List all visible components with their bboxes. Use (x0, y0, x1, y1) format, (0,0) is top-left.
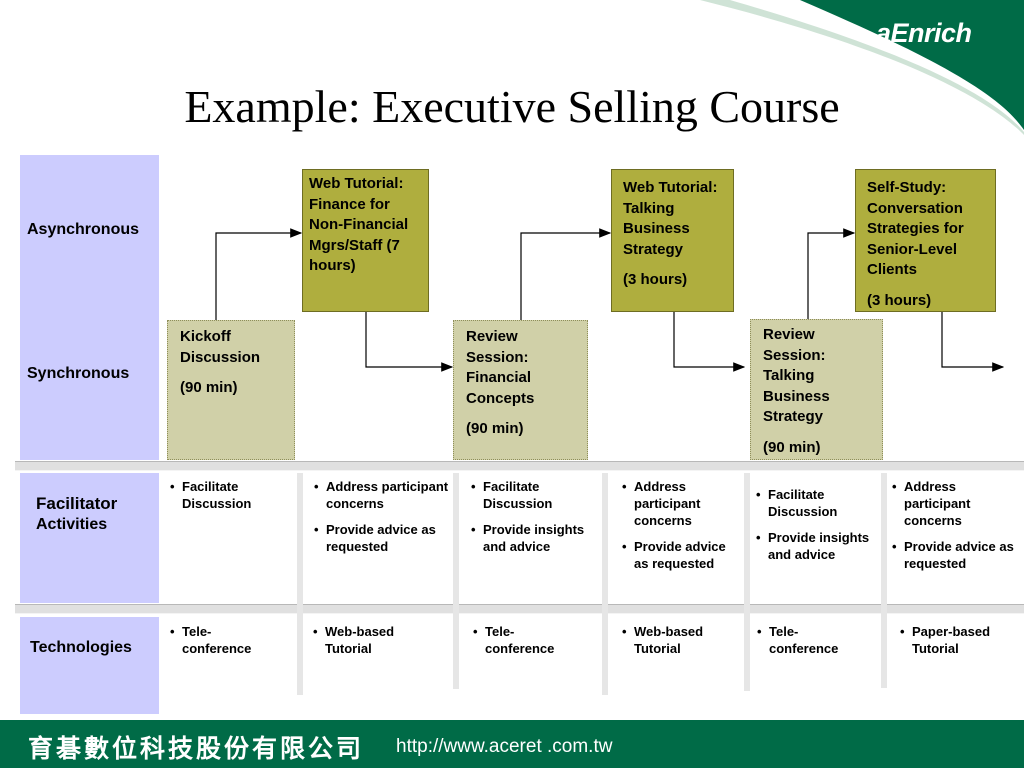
column-separator (453, 473, 459, 689)
row-label-synchronous: Synchronous (27, 365, 130, 382)
bullet-item: Web-based Tutorial (620, 623, 730, 657)
column-separator (297, 473, 303, 695)
bullet-item: Address participant concerns (620, 478, 738, 529)
row-label-asynchronous: Asynchronous (27, 221, 140, 238)
async-box-duration: (3 hours) (867, 291, 932, 309)
row-label-activities: Activities (36, 516, 108, 533)
label-column-facilitator (20, 473, 159, 603)
sync-box-strategy-review: Review Session: Talking Business Strateg… (750, 319, 883, 460)
column-separator (881, 473, 887, 688)
sync-box-duration: (90 min) (763, 438, 821, 456)
column-separator (602, 473, 608, 695)
row-separator (15, 604, 1024, 614)
footer-url: http://www.aceret .com.tw (396, 736, 613, 757)
row-separator (15, 461, 1024, 471)
row-label-facilitator: Facilitator (36, 494, 118, 513)
bullet-item: Address participant concerns (890, 478, 1018, 529)
footer-company-name: 育碁數位科技股份有限公司 (28, 735, 365, 763)
async-box-duration: (3 hours) (623, 271, 688, 288)
bullet-item: Facilitate Discussion (754, 486, 872, 520)
async-box-strategy-tutorial: Web Tutorial: Talking Business Strategy … (611, 169, 734, 312)
technology-cell-5: Tele-conference (755, 623, 865, 666)
sync-box-title: Review Session: Financial Concepts (466, 328, 535, 407)
bullet-item: Provide advice as requested (312, 521, 452, 555)
bullet-item: Paper-based Tutorial (898, 623, 1013, 657)
technology-cell-4: Web-based Tutorial (620, 623, 730, 666)
bullet-item: Provide advice as requested (890, 538, 1018, 572)
brand-logo: aEnrich (876, 18, 972, 48)
bullet-item: Tele-conference (755, 623, 865, 657)
async-box-title: Web Tutorial: Talking Business Strategy (623, 179, 718, 258)
facilitator-cell-5: Facilitate Discussion Provide insights a… (754, 486, 872, 572)
row-label-technologies: Technologies (30, 639, 132, 656)
sync-box-title: Kickoff Discussion (180, 328, 261, 366)
bullet-item: Facilitate Discussion (168, 478, 296, 512)
bullet-item: Provide insights and advice (469, 521, 597, 555)
bullet-item: Provide insights and advice (754, 529, 872, 563)
facilitator-cell-6: Address participant concerns Provide adv… (890, 478, 1018, 581)
bullet-item: Facilitate Discussion (469, 478, 597, 512)
facilitator-cell-4: Address participant concerns Provide adv… (620, 478, 738, 581)
technology-cell-1: Tele-conference (168, 623, 278, 666)
bullet-item: Provide advice as requested (620, 538, 738, 572)
footer-bar (0, 720, 1024, 768)
async-box-self-study: Self-Study: Conversation Strategies for … (855, 169, 996, 312)
sync-box-duration: (90 min) (180, 379, 238, 396)
technology-cell-3: Tele-conference (471, 623, 581, 666)
bullet-item: Address participant concerns (312, 478, 452, 512)
sync-box-kickoff: Kickoff Discussion (90 min) (167, 320, 295, 460)
page-title: Example: Executive Selling Course (184, 81, 840, 132)
async-box-finance-tutorial: Web Tutorial: Finance for Non-Financial … (302, 169, 429, 312)
facilitator-cell-2: Address participant concerns Provide adv… (312, 478, 452, 564)
technology-cell-6: Paper-based Tutorial (898, 623, 1013, 666)
sync-box-title: Review Session: Talking Business Strateg… (763, 326, 830, 425)
sync-box-duration: (90 min) (466, 420, 524, 437)
bullet-item: Tele-conference (471, 623, 581, 657)
label-column-technologies (20, 617, 159, 714)
async-box-title: Self-Study: Conversation Strategies for … (867, 179, 964, 278)
async-box-title: Web Tutorial: Finance for Non-Financial … (309, 175, 409, 274)
facilitator-cell-3: Facilitate Discussion Provide insights a… (469, 478, 597, 564)
technology-cell-2: Web-based Tutorial (311, 623, 421, 666)
facilitator-cell-1: Facilitate Discussion (168, 478, 296, 521)
label-column-timeline (20, 155, 159, 460)
sync-box-financial-review: Review Session: Financial Concepts (90 m… (453, 320, 588, 460)
column-separator (744, 473, 750, 691)
bullet-item: Web-based Tutorial (311, 623, 421, 657)
bullet-item: Tele-conference (168, 623, 278, 657)
